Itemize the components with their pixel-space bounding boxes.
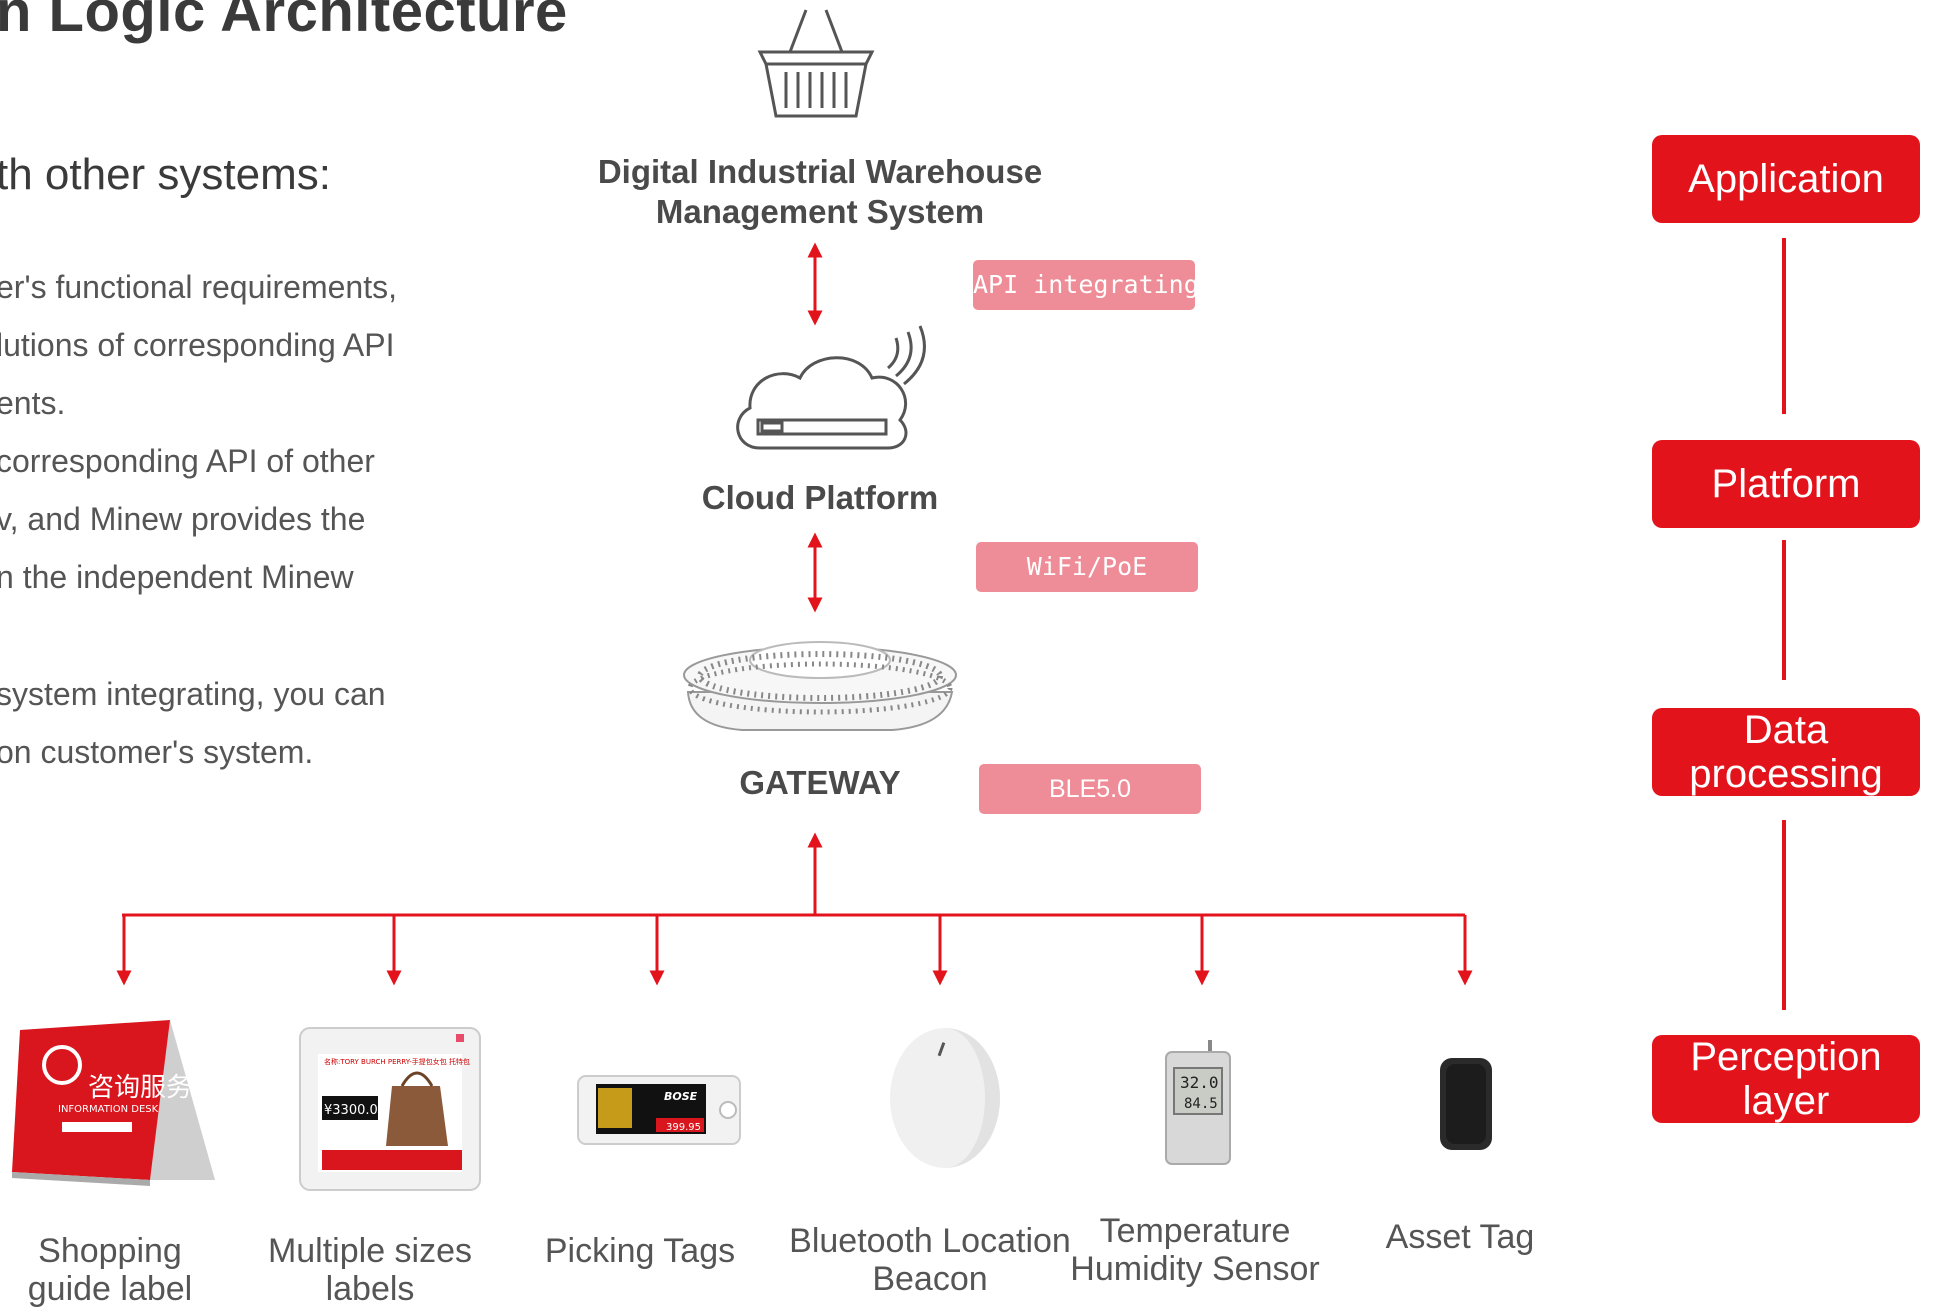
layer-perception: Perception layer: [1652, 1035, 1920, 1123]
page-title: n Logic Architecture: [0, 0, 568, 44]
esl-price-text: ¥3300.00: [324, 1103, 386, 1118]
device-label-line: labels: [325, 1270, 415, 1308]
wms-label: Digital Industrial Warehouse Management …: [560, 152, 1080, 232]
wifi-poe-badge: WiFi/PoE: [976, 542, 1198, 592]
api-integrating-badge: API integrating: [973, 260, 1195, 310]
picking-tag-icon: BOSE 399.95: [577, 1075, 741, 1145]
layer-platform-label: Platform: [1711, 462, 1861, 506]
layer-data-processing: Data processing: [1652, 708, 1920, 796]
basket-icon: [757, 9, 875, 118]
pick-price-text: 399.95: [666, 1122, 701, 1133]
intro-line: n the independent Minew: [0, 559, 354, 595]
device-label-line: Asset Tag: [1385, 1218, 1535, 1256]
ble-badge: BLE5.0: [979, 764, 1201, 814]
sensor-hum-text: 84.5: [1184, 1096, 1218, 1112]
device-label-temp-humidity: Temperature Humidity Sensor: [1070, 1212, 1320, 1288]
device-label-line: Multiple sizes: [267, 1232, 473, 1270]
layer-application: Application: [1652, 135, 1920, 223]
layer-perception-label-1: Perception: [1690, 1035, 1882, 1079]
device-label-line: Bluetooth Location: [789, 1222, 1071, 1260]
wms-label-line1: Digital Industrial Warehouse: [597, 153, 1043, 190]
layer-platform: Platform: [1652, 440, 1920, 528]
layer-data-label-1: Data: [1743, 708, 1829, 752]
device-label-line: Picking Tags: [544, 1232, 736, 1270]
page-subtitle: th other systems:: [0, 150, 332, 199]
device-label-line: Humidity Sensor: [1070, 1250, 1320, 1288]
layer-connector: [1782, 820, 1786, 1010]
cloud-platform-label: Cloud Platform: [701, 479, 939, 516]
beacon-icon: [890, 1028, 1000, 1168]
cloud-icon: [736, 325, 926, 450]
device-tree: [116, 913, 1473, 986]
intro-line: ents.: [0, 385, 66, 421]
layer-perception-label-2: layer: [1742, 1079, 1830, 1123]
device-label-picking-tags: Picking Tags: [530, 1232, 750, 1270]
intro-line: er's functional requirements,: [0, 269, 397, 305]
device-label-shopping-guide: Shopping guide label: [0, 1232, 220, 1308]
device-label-line: Temperature: [1099, 1212, 1291, 1250]
intro-line: v, and Minew provides the: [0, 501, 366, 537]
device-label-line: Shopping: [38, 1232, 182, 1270]
gateway-label: GATEWAY: [739, 764, 901, 801]
intro-line: on customer's system.: [0, 734, 314, 770]
wms-label-line2: Management System: [655, 193, 985, 230]
asset-tag-icon: [1440, 1058, 1492, 1150]
esl-label-icon: 名称:TORY BURCH PERRY-手提包女包 托特包 ¥3300.00: [299, 1027, 481, 1191]
esl-brand-text: 名称:TORY BURCH PERRY-手提包女包 托特包: [324, 1057, 470, 1066]
device-label-bluetooth-beacon: Bluetooth Location Beacon: [770, 1222, 1090, 1298]
device-label-multiple-sizes: Multiple sizes labels: [250, 1232, 490, 1308]
intro-line: lutions of corresponding API: [0, 327, 395, 363]
intro-line: corresponding API of other: [0, 443, 375, 479]
desk-en-text: INFORMATION DESK: [58, 1104, 159, 1115]
device-label-asset-tag: Asset Tag: [1360, 1218, 1560, 1256]
intro-line: system integrating, you can: [0, 676, 386, 712]
layer-connector: [1782, 238, 1786, 414]
device-label-line: Beacon: [872, 1260, 988, 1298]
sensor-temp-text: 32.0: [1180, 1073, 1219, 1092]
gateway-icon: [683, 641, 957, 731]
device-label-line: guide label: [27, 1270, 193, 1308]
layer-application-label: Application: [1688, 157, 1884, 201]
layer-data-label-2: processing: [1689, 752, 1883, 796]
pick-brand-text: BOSE: [664, 1090, 698, 1103]
desk-sign-icon: 咨询服务台 INFORMATION DESK: [12, 1020, 218, 1186]
desk-cn-text: 咨询服务台: [88, 1073, 218, 1103]
layer-connector: [1782, 540, 1786, 680]
sensor-icon: 32.0 84.5: [1165, 1040, 1231, 1165]
